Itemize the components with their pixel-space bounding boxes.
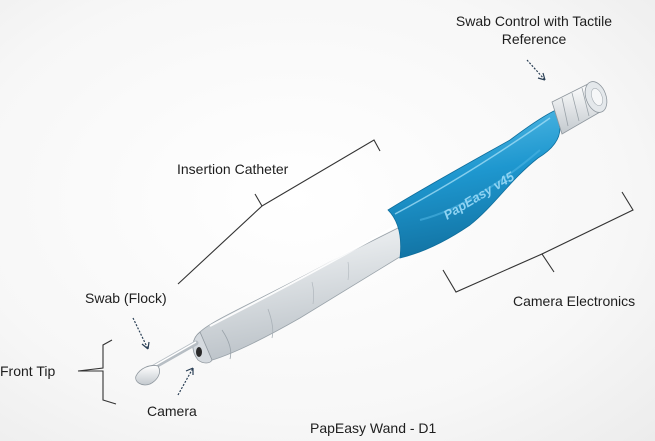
bracket-insertion-catheter — [177, 139, 381, 285]
label-camera: Camera — [147, 403, 197, 419]
arrow-swab-control — [526, 59, 546, 81]
swab-rod — [149, 340, 199, 371]
catheter-seam — [221, 329, 232, 360]
brackets — [77, 139, 634, 405]
catheter-seam — [267, 308, 274, 339]
bracket-front-tip — [77, 339, 117, 405]
label-front-tip: Front Tip — [0, 363, 56, 379]
handle-highlight — [394, 117, 551, 215]
swab-flock — [135, 365, 160, 386]
leader-arrows — [132, 59, 546, 396]
arrow-camera — [177, 367, 194, 396]
label-insertion-catheter: Insertion Catheter — [177, 161, 289, 177]
arrow-swab-flock — [132, 317, 149, 350]
diagram-caption: PapEasy Wand - D1 — [310, 420, 437, 436]
handle-blue — [387, 109, 561, 259]
catheter-seam — [311, 281, 315, 305]
label-swab-control: Swab Control with Tactile Reference — [433, 12, 635, 48]
bracket-camera-electronics — [442, 191, 634, 293]
swab-control-knob — [551, 81, 608, 135]
handle-groove — [419, 149, 541, 221]
catheter-seam — [347, 261, 350, 281]
label-camera-electronics: Camera Electronics — [513, 293, 636, 309]
catheter-highlight — [209, 211, 421, 327]
label-swab-control-line2: Reference — [501, 31, 567, 48]
swab-rod-highlight — [151, 341, 197, 368]
label-swab-control-line1: Swab Control with Tactile — [455, 13, 613, 29]
label-swab-flock: Swab (Flock) — [85, 290, 167, 306]
camera-lens — [196, 347, 202, 357]
